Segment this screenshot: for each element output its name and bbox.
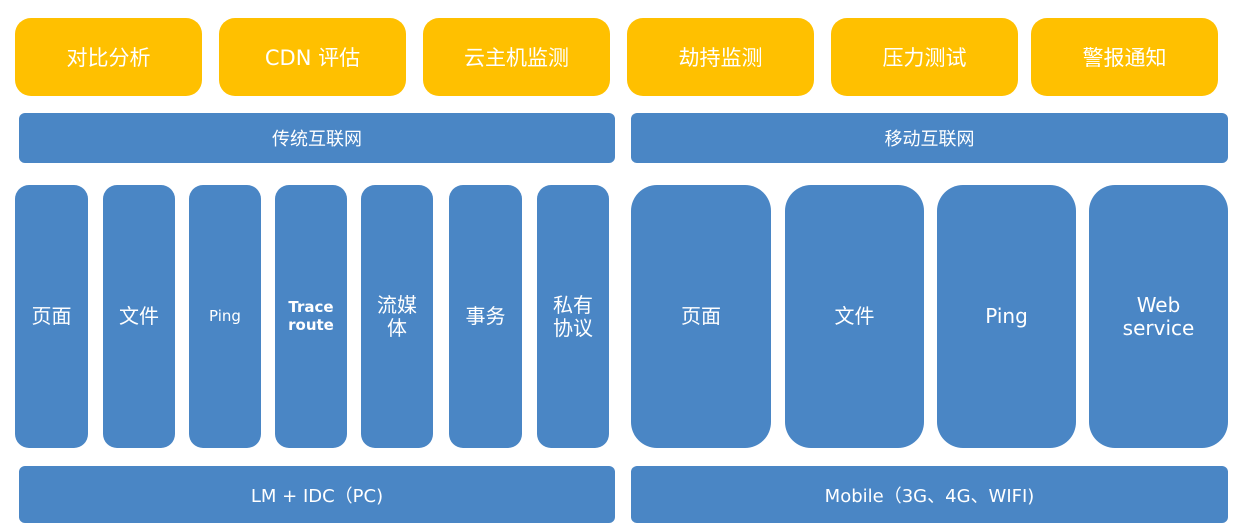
column-label: 私有 协议: [553, 292, 593, 340]
right-col-ping: Ping: [937, 185, 1076, 448]
header-label: 移动互联网: [884, 129, 975, 150]
pc-footer-bar: LM + IDC（PC): [19, 466, 615, 523]
left-col-page: 页面: [15, 185, 88, 448]
column-label: 事务: [465, 304, 506, 328]
right-col-file: 文件: [785, 185, 924, 448]
top-box-label: 警报通知: [1082, 46, 1167, 70]
traditional-internet-header: 传统互联网: [19, 113, 615, 163]
top-box-label: 云主机监测: [464, 46, 569, 70]
column-label: Trace route: [288, 298, 334, 334]
top-box-label: 劫持监测: [678, 46, 763, 70]
header-label: 传统互联网: [272, 129, 362, 150]
footer-label: LM + IDC（PC): [250, 485, 384, 507]
column-label: Ping: [985, 304, 1028, 328]
column-label: 页面: [681, 304, 721, 328]
top-box-cdn-evaluation: CDN 评估: [219, 18, 406, 96]
mobile-footer-bar: Mobile（3G、4G、WIFI): [631, 466, 1228, 523]
top-box-label: 压力测试: [882, 46, 967, 70]
column-label: Ping: [209, 306, 241, 325]
footer-label: Mobile（3G、4G、WIFI): [824, 485, 1035, 507]
left-col-transaction: 事务: [449, 185, 522, 448]
column-label: Web service: [1122, 292, 1195, 340]
column-label: 文件: [119, 304, 159, 328]
top-box-alert-notification: 警报通知: [1031, 18, 1218, 96]
left-col-ping: Ping: [189, 185, 261, 448]
top-box-label: CDN 评估: [264, 46, 361, 70]
left-col-traceroute: Trace route: [275, 185, 347, 448]
column-label: 流媒 体: [377, 292, 417, 340]
left-col-streaming-media: 流媒 体: [361, 185, 433, 448]
top-box-compare-analysis: 对比分析: [15, 18, 202, 96]
right-col-web-service: Web service: [1089, 185, 1228, 448]
right-col-page: 页面: [631, 185, 771, 448]
column-label: 页面: [31, 304, 72, 328]
top-box-stress-test: 压力测试: [831, 18, 1018, 96]
top-box-label: 对比分析: [66, 46, 151, 70]
top-box-hijack-monitoring: 劫持监测: [627, 18, 814, 96]
mobile-internet-header: 移动互联网: [631, 113, 1228, 163]
left-col-file: 文件: [103, 185, 175, 448]
column-label: 文件: [834, 304, 875, 328]
left-col-private-protocol: 私有 协议: [537, 185, 609, 448]
top-box-cloud-host-monitoring: 云主机监测: [423, 18, 610, 96]
